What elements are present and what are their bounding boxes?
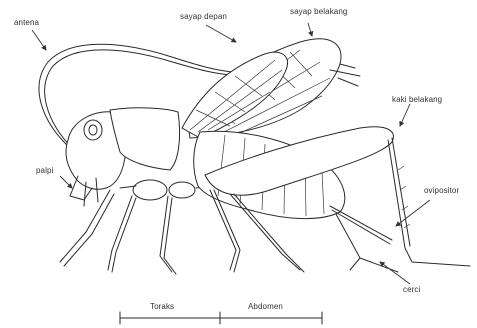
label-kaki-belakang: kaki belakang (392, 95, 442, 104)
label-sayap-belakang: sayap belakang (290, 7, 347, 16)
pointer-ovipositor (396, 200, 430, 226)
label-cerci: cerci (403, 285, 420, 294)
pointer-antena (32, 30, 46, 50)
pointer-kaki-belakang (400, 104, 410, 126)
pointer-palpi (60, 176, 72, 188)
pointer-cerci (380, 262, 410, 284)
label-toraks: Toraks (150, 302, 174, 311)
label-antena: antena (14, 18, 39, 27)
pointer-sayap-depan (206, 25, 236, 42)
label-ovipositor: ovipositor (424, 186, 459, 195)
label-sayap-depan: sayap depan (180, 12, 227, 21)
label-abdomen: Abdomen (248, 302, 283, 311)
label-palpi: palpi (36, 166, 53, 175)
region-bracket (120, 312, 322, 324)
ovipositor-drawing (330, 206, 398, 272)
pointer-sayap-belakang (308, 23, 312, 36)
